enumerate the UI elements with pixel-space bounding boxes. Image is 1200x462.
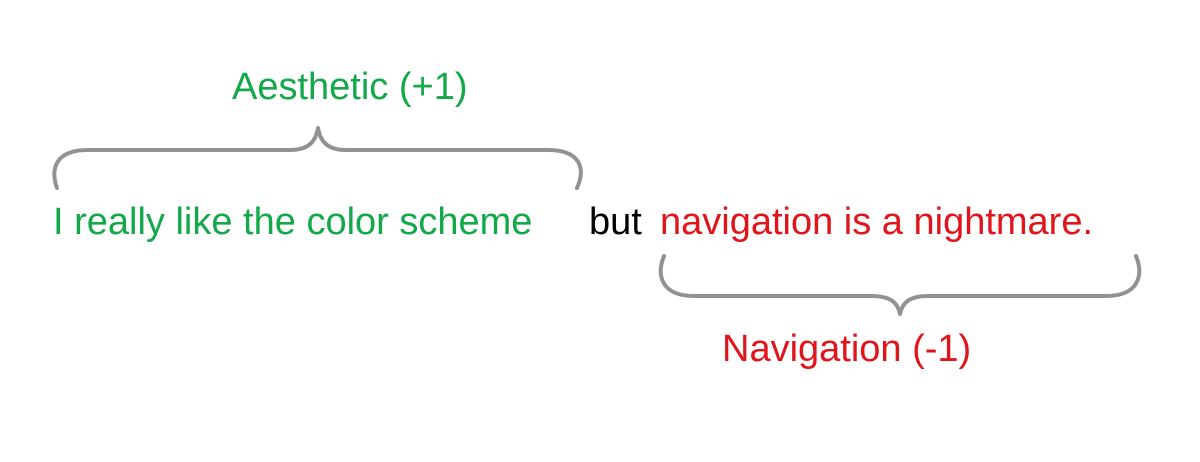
navigation-aspect-label: Navigation (-1) <box>722 328 972 370</box>
bottom-curly-brace <box>658 254 1142 316</box>
connector-word: but <box>589 201 642 243</box>
positive-phrase: I really like the color scheme <box>53 201 533 243</box>
top-curly-brace <box>52 126 583 190</box>
negative-phrase: navigation is a nightmare. <box>660 201 1094 243</box>
aesthetic-aspect-label: Aesthetic (+1) <box>232 66 468 108</box>
